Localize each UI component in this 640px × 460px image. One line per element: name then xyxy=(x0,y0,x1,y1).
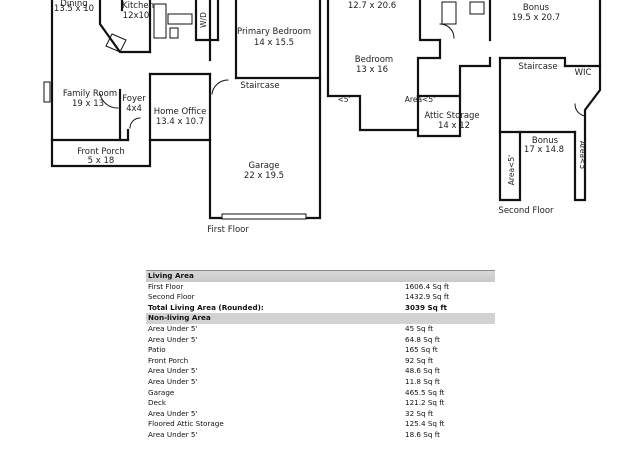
room-label: Area<5' xyxy=(507,155,516,185)
floor-label: Second Floor xyxy=(498,206,554,216)
second-floor-walls xyxy=(326,0,602,202)
table-header: Living Area xyxy=(148,271,194,280)
room-size: 19 x 13 xyxy=(72,99,104,109)
room-label: 12.7 x 20.6 xyxy=(348,1,396,11)
room-label: Area<5' xyxy=(405,95,435,104)
room-label: Bonus xyxy=(532,136,559,146)
table-row: Front Porch 92 Sq ft xyxy=(146,356,495,367)
table-row: Area Under 5' 64.8 Sq ft xyxy=(146,335,495,346)
total-row: Total Living Area (Rounded): 3039 Sq ft xyxy=(146,303,495,314)
room-size: 17 x 14.8 xyxy=(524,145,564,155)
row-value: 121.2 Sq ft xyxy=(405,398,445,408)
row-value: 11.8 Sq ft xyxy=(405,376,440,386)
row-value: 48.6 Sq ft xyxy=(405,366,440,376)
table-row: First Floor 1606.4 Sq ft xyxy=(146,282,495,293)
row-label: Area Under 5' xyxy=(148,323,198,333)
table-row: Patio 165 Sq ft xyxy=(146,345,495,356)
first-floor-thin xyxy=(43,3,307,220)
floor-plan: Dining 13.5 x 10 Kitchen 12x10 W/D Prima… xyxy=(43,0,602,235)
room-label: Kitchen xyxy=(122,1,154,11)
row-label: Deck xyxy=(148,398,167,408)
row-value: 1606.4 Sq ft xyxy=(405,281,450,291)
room-size: 4x4 xyxy=(126,104,142,114)
row-label: Floored Attic Storage xyxy=(148,419,224,429)
first-floor-labels: Dining 13.5 x 10 Kitchen 12x10 W/D Prima… xyxy=(54,0,311,235)
floor-label: First Floor xyxy=(207,225,249,235)
table-row: Area Under 5' 45 Sq ft xyxy=(146,324,495,335)
room-label: W/D xyxy=(199,12,208,28)
total-value: 3039 Sq ft xyxy=(405,302,447,312)
room-size: 12x10 xyxy=(123,11,150,21)
row-value: 64.8 Sq ft xyxy=(405,334,440,344)
table-row: Garage 465.5 Sq ft xyxy=(146,388,495,399)
room-label: Area<5' xyxy=(578,141,587,171)
room-size: 14 x 15.5 xyxy=(254,38,294,48)
room-size: 13.4 x 10.7 xyxy=(156,117,204,127)
room-size: 13.5 x 10 xyxy=(54,4,94,14)
room-label: <5' xyxy=(337,95,350,104)
table-header: Non-living Area xyxy=(148,313,211,323)
room-label: Staircase xyxy=(518,62,557,72)
nonliving-area-header: Non-living Area xyxy=(146,313,495,324)
table-row: Area Under 5' 48.6 Sq ft xyxy=(146,366,495,377)
room-label: Bedroom xyxy=(355,55,393,65)
table-row: Deck 121.2 Sq ft xyxy=(146,398,495,409)
table-row: Area Under 5' 11.8 Sq ft xyxy=(146,377,495,388)
living-rows: First Floor 1606.4 Sq ft Second Floor 1432.… xyxy=(146,282,495,303)
second-floor-labels: 12.7 x 20.6 Bonus 19.5 x 20.7 Bedroom 13… xyxy=(337,1,591,216)
row-value: 92 Sq ft xyxy=(405,355,434,365)
row-value: 45 Sq ft xyxy=(405,323,434,333)
room-label: Primary Bedroom xyxy=(237,27,311,37)
row-value: 18.6 Sq ft xyxy=(405,429,440,439)
row-label: Area Under 5' xyxy=(148,429,198,439)
row-label: Second Floor xyxy=(148,292,195,302)
table-row: Area Under 5' 32 Sq ft xyxy=(146,409,495,420)
row-value: 465.5 Sq ft xyxy=(405,387,445,397)
total-label: Total Living Area (Rounded): xyxy=(148,302,264,312)
room-label: Front Porch xyxy=(77,147,125,157)
table-row: Second Floor 1432.9 Sq ft xyxy=(146,292,495,303)
row-label: Patio xyxy=(148,345,166,355)
room-size: 14 x 12 xyxy=(438,121,470,131)
table-row: Area Under 5' 18.6 Sq ft xyxy=(146,430,495,441)
room-label: Foyer xyxy=(122,94,146,104)
room-label: Dining xyxy=(60,0,87,9)
room-label: WIC xyxy=(575,68,592,78)
room-label: Garage xyxy=(248,161,279,171)
first-floor-walls xyxy=(50,0,322,220)
row-value: 1432.9 Sq ft xyxy=(405,292,450,302)
row-label: Area Under 5' xyxy=(148,408,198,418)
nonliving-rows: Area Under 5' 45 Sq ft Area Under 5' 64.8 S… xyxy=(146,324,495,441)
row-label: Front Porch xyxy=(148,355,189,365)
room-label: Attic Storage xyxy=(424,111,479,121)
room-label: Family Room xyxy=(63,89,117,99)
row-value: 32 Sq ft xyxy=(405,408,434,418)
room-size: 5 x 18 xyxy=(88,156,115,166)
row-label: Area Under 5' xyxy=(148,376,198,386)
row-label: First Floor xyxy=(148,281,184,291)
row-label: Area Under 5' xyxy=(148,366,198,376)
room-size: 13 x 16 xyxy=(356,65,388,75)
room-label: Home Office xyxy=(154,107,207,117)
room-label: Bonus xyxy=(523,3,550,13)
room-size: 22 x 19.5 xyxy=(244,171,284,181)
row-value: 125.4 Sq ft xyxy=(405,419,445,429)
room-size: 19.5 x 20.7 xyxy=(512,13,560,23)
table-row: Floored Attic Storage 125.4 Sq ft xyxy=(146,419,495,430)
row-label: Area Under 5' xyxy=(148,334,198,344)
living-area-header: Living Area xyxy=(146,270,495,282)
room-label: Staircase xyxy=(240,81,279,91)
row-value: 165 Sq ft xyxy=(405,345,438,355)
row-label: Garage xyxy=(148,387,175,397)
second-floor-thin xyxy=(439,1,586,201)
